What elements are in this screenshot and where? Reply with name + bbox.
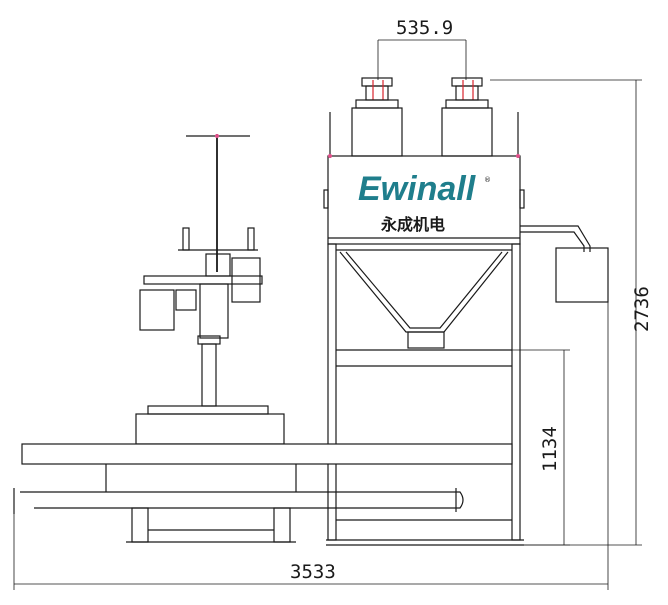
dimension-label-outlet-spacing: 535.9 [396, 17, 453, 39]
support-frame [326, 243, 524, 546]
logo-registered-mark: ® [484, 176, 491, 184]
dimension-total-height: 2736 [490, 79, 653, 546]
logo-subtitle: 永成机电 [380, 215, 445, 234]
dimension-platform-height: 1134 [446, 349, 570, 546]
dimension-outlet-spacing: 535.9 [377, 17, 467, 80]
dimension-label-total-length: 3533 [290, 561, 336, 583]
inlet-right [441, 77, 493, 157]
dimension-label-platform-height: 1134 [539, 426, 561, 472]
conveyor [13, 464, 464, 543]
discharge-hopper [339, 251, 509, 349]
inlet-left [351, 77, 403, 157]
ewinall-logo: Ewinall ® 永成机电 [358, 170, 491, 234]
dimension-total-length: 3533 [13, 302, 609, 590]
base-platform [21, 405, 513, 465]
bag-clamp-post [139, 134, 263, 407]
weighing-cabinet [323, 112, 525, 245]
control-box [520, 225, 609, 303]
dimension-label-total-height: 2736 [631, 286, 653, 332]
logo-brand-name: Ewinall [358, 170, 477, 208]
